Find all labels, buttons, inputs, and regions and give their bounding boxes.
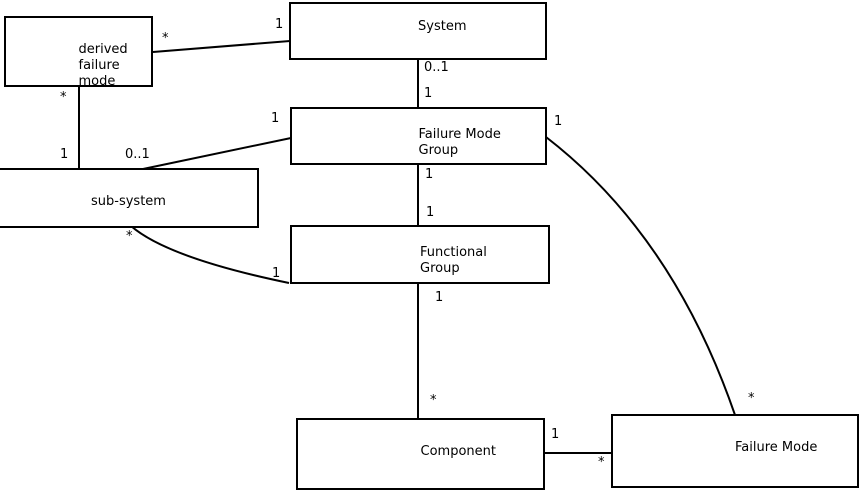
class-name-derived-failure-mode: derived failure mode [78,42,128,89]
multiplicity-label: 1 [425,167,434,182]
class-box-system: System [289,2,547,60]
multiplicity-label: 0..1 [424,60,449,75]
class-name-failure-mode-group: Failure Mode Group [418,127,501,158]
multiplicity-label: * [748,391,755,406]
multiplicity-label: * [126,229,133,244]
class-name-sub-system: sub-system [91,194,166,209]
multiplicity-label: 1 [551,427,560,442]
association-line-derived-system [152,40,291,53]
multiplicity-label: 1 [554,114,563,129]
multiplicity-label: 1 [272,266,281,281]
multiplicity-label: * [430,393,437,408]
multiplicity-label: * [60,90,67,105]
multiplicity-label: 1 [426,205,435,220]
class-box-failure-mode-group: Failure Mode Group [290,107,547,165]
association-curve-subsystem-functionalgroup [130,225,290,284]
multiplicity-label: 1 [275,17,284,32]
multiplicity-label: 0..1 [125,147,150,162]
multiplicity-label: 1 [424,86,433,101]
multiplicity-label: * [162,31,169,46]
class-name-functional-group: Functional Group [420,245,487,276]
class-name-failure-mode: Failure Mode [735,440,818,455]
class-box-sub-system: sub-system [0,168,259,228]
class-box-derived-failure-mode: derived failure mode [4,16,153,89]
class-name-component: Component [420,444,496,459]
class-box-failure-mode: Failure Mode [611,414,859,488]
association-line-subsystem-failuremodegroup [142,137,292,170]
association-curve-failuremodegroup-failuremode [545,136,736,416]
multiplicity-label: 1 [435,290,444,305]
class-box-functional-group: Functional Group [290,225,550,284]
class-name-system: System [418,19,467,34]
multiplicity-label: 1 [60,147,69,162]
multiplicity-label: 1 [271,111,280,126]
multiplicity-label: * [598,455,605,470]
class-box-component: Component [296,418,545,490]
